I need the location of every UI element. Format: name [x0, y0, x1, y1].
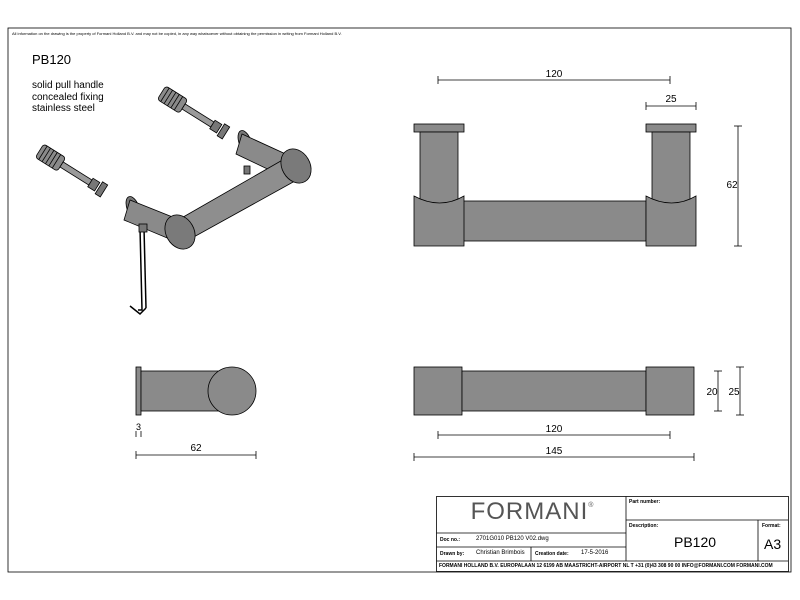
dim-top-overall: 145 — [546, 446, 563, 457]
lower-fixing-screw — [36, 144, 109, 198]
side-elevation-view: 3 62 — [135, 366, 257, 459]
description-value: PB120 — [674, 534, 717, 550]
upper-fixing-screw — [158, 86, 231, 140]
creation-date-value: 17-5-2016 — [581, 550, 609, 556]
description-label: Description: — [629, 523, 659, 529]
dim-side-plate: 3 — [136, 422, 141, 432]
dim-post-width: 25 — [665, 94, 677, 105]
isometric-view — [36, 86, 312, 316]
dim-front-width: 120 — [546, 69, 563, 80]
company-footer: FORMANI HOLLAND B.V. EUROPALAAN 12 6199 … — [439, 563, 773, 569]
formani-logo: FORMANI® — [470, 498, 595, 525]
product-code: PB120 — [32, 52, 72, 67]
dim-top-centers: 120 — [546, 424, 563, 435]
top-plan-view: 120 145 20 25 — [413, 366, 744, 461]
dim-post-diameter: 25 — [728, 387, 740, 398]
dim-height: 62 — [726, 180, 738, 191]
creation-date-label: Creation date: — [535, 551, 569, 557]
dim-bar-diameter: 20 — [706, 387, 718, 398]
format-label: Format: — [762, 523, 781, 529]
part-number-label: Part number: — [629, 499, 661, 505]
format-value: A3 — [764, 536, 782, 552]
description-line: stainless steel — [32, 103, 95, 114]
drawn-by-value: Christian Brimbois — [476, 550, 525, 556]
title-block: FORMANI® Part number: Description: PB120… — [436, 496, 789, 572]
front-elevation-view: 120 25 62 — [413, 69, 742, 247]
description-line: concealed fixing — [32, 91, 104, 103]
description-line: solid pull handle — [32, 80, 104, 91]
dim-side-depth: 62 — [190, 443, 202, 454]
product-description: solid pull handle concealed fixing stain… — [32, 80, 104, 115]
ownership-notice: All information on the drawing is the pr… — [12, 31, 342, 36]
doc-no-value: 2701G010 PB120 V02.dwg — [476, 536, 549, 542]
title-block-grid — [436, 496, 789, 572]
drawn-by-label: Drawn by: — [440, 551, 465, 557]
doc-no-label: Doc no.: — [440, 537, 460, 543]
